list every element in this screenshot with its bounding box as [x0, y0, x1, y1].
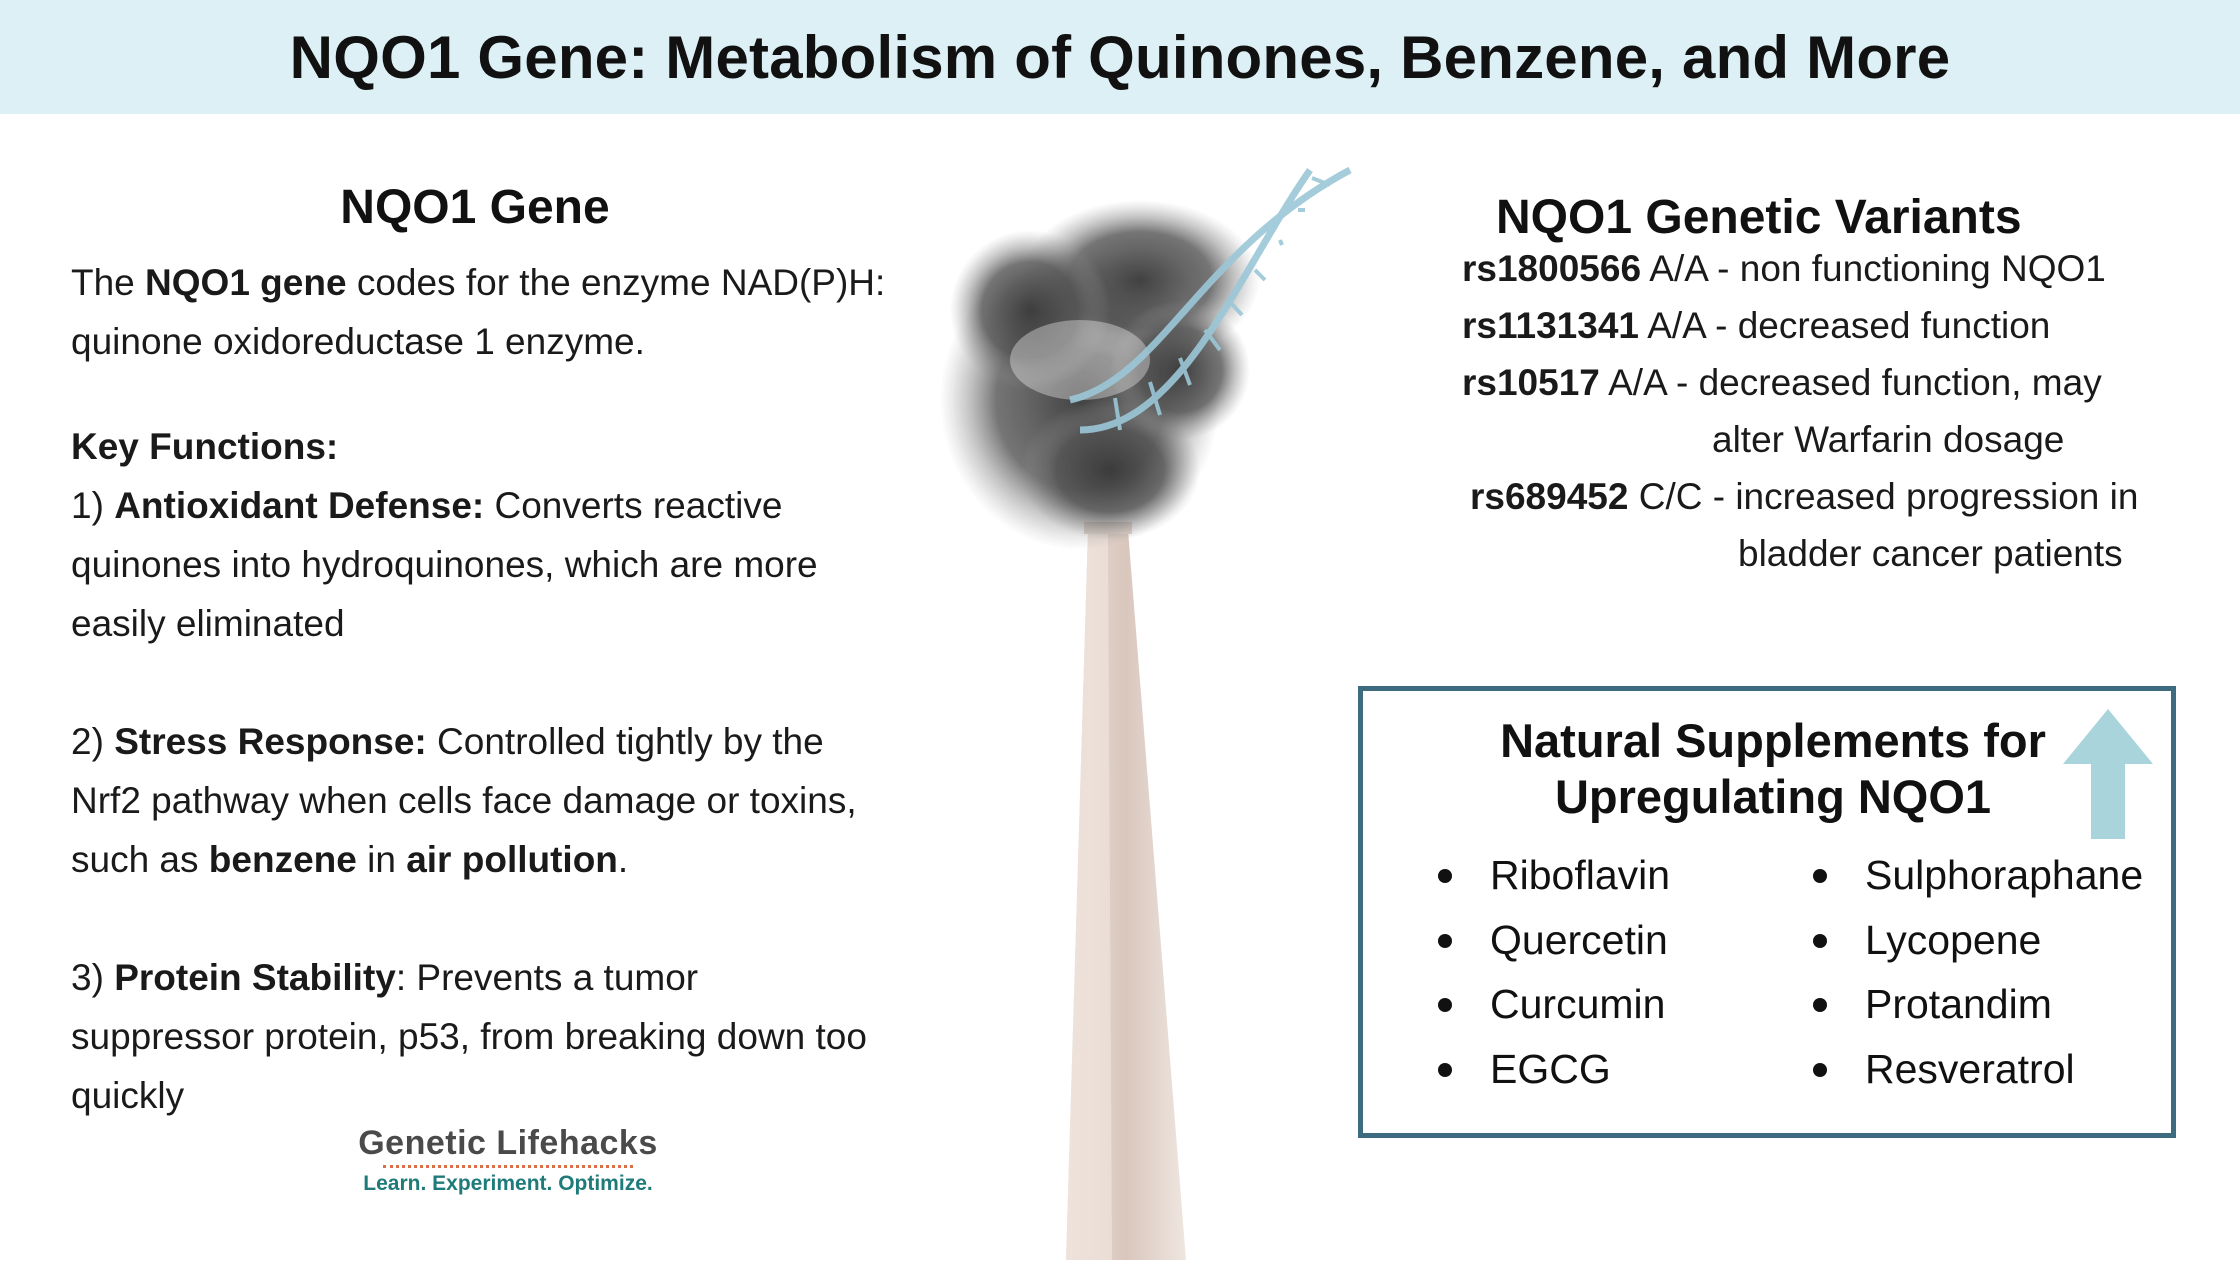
supplements-box: Natural Supplements for Upregulating NQO… [1358, 686, 2176, 1138]
function-bold-benzene: benzene [208, 839, 357, 880]
variant-desc: A/A - decreased function [1638, 305, 2051, 346]
variant-item: rs689452 C/C - increased progression in [1470, 468, 2230, 525]
variant-item: rs10517 A/A - decreased function, may [1462, 354, 2222, 411]
function-item-antioxidant: 1) Antioxidant Defense: Converts reactiv… [71, 476, 871, 653]
smokestack-illustration [880, 130, 1480, 1260]
variant-rsid: rs1131341 [1462, 305, 1639, 346]
supplement-item: Protandim [1813, 972, 2143, 1037]
variant-item: rs1131341 A/A - decreased function [1462, 297, 2222, 354]
smoke-cloud [940, 200, 1260, 550]
function-number: 1) [71, 485, 115, 526]
variant-continuation: bladder cancer patients [1738, 533, 2123, 574]
gene-section: NQO1 Gene The NQO1 gene codes for the en… [71, 180, 891, 1125]
supplement-item: Resveratrol [1813, 1037, 2143, 1102]
supplement-list-left: Riboflavin Quercetin Curcumin EGCG [1438, 843, 1670, 1101]
supplement-item: Curcumin [1438, 972, 1670, 1037]
variant-desc: C/C - increased progression in [1628, 476, 2139, 517]
genetic-lifehacks-logo: Genetic Lifehacks Learn. Experiment. Opt… [348, 1124, 668, 1196]
key-functions-label: Key Functions: [71, 426, 339, 467]
variant-rsid: rs10517 [1462, 362, 1600, 403]
variant-rsid: rs1800566 [1462, 248, 1642, 289]
function-text: Controlled tightly by the Nrf2 pathway w… [71, 721, 857, 880]
function-text: . [617, 839, 629, 880]
variant-continuation: alter Warfarin dosage [1712, 419, 2065, 460]
function-title: Antioxidant Defense: [114, 485, 485, 526]
supplements-heading-line1: Natural Supplements for [1500, 714, 2046, 767]
function-item-stress: 2) Stress Response: Controlled tightly b… [71, 712, 871, 889]
variants-heading: NQO1 Genetic Variants [1496, 191, 2022, 244]
up-arrow-icon [2063, 709, 2153, 839]
supplement-item: Quercetin [1438, 908, 1670, 973]
intro-bold: NQO1 gene [145, 262, 347, 303]
header-banner: NQO1 Gene: Metabolism of Quinones, Benze… [0, 0, 2240, 114]
smokestack-dna-image [940, 166, 1352, 1260]
variant-desc: A/A - non functioning NQO1 [1641, 248, 2106, 289]
variant-desc: A/A - decreased function, may [1599, 362, 2102, 403]
function-number: 2) [71, 721, 115, 762]
function-title: Protein Stability [114, 957, 396, 998]
intro-text: The [71, 262, 146, 303]
intro-text-rest: codes for the enzyme NAD(P)H: quinone ox… [71, 262, 886, 362]
supplements-heading-line2: Upregulating NQO1 [1554, 770, 1992, 823]
logo-tagline: Learn. Experiment. Optimize. [363, 1172, 653, 1195]
supplement-item: EGCG [1438, 1037, 1670, 1102]
supplement-list-right: Sulphoraphane Lycopene Protandim Resvera… [1813, 843, 2143, 1101]
supplements-heading: Natural Supplements for Upregulating NQO… [1363, 713, 2183, 825]
variant-item: rs1800566 A/A - non functioning NQO1 [1462, 240, 2222, 297]
function-bold-air-pollution: air pollution [406, 839, 618, 880]
page-title: NQO1 Gene: Metabolism of Quinones, Benze… [289, 23, 1951, 91]
gene-intro: The NQO1 gene codes for the enzyme NAD(P… [71, 253, 891, 371]
variant-rsid: rs689452 [1470, 476, 1629, 517]
function-item-protein: 3) Protein Stability: Prevents a tumor s… [71, 948, 871, 1125]
logo-divider [383, 1165, 633, 1168]
dna-helix-icon [1069, 166, 1352, 434]
logo-name: Genetic Lifehacks [358, 1124, 658, 1162]
variant-list: rs1800566 A/A - non functioning NQO1 rs1… [1440, 240, 2200, 582]
function-title: Stress Response: [114, 721, 427, 762]
supplement-item: Lycopene [1813, 908, 2143, 973]
function-text: Converts reactive quinones into hydroqui… [71, 485, 818, 644]
supplement-item: Sulphoraphane [1813, 843, 2143, 908]
function-number: 3) [71, 957, 115, 998]
gene-heading: NQO1 Gene [340, 181, 610, 234]
function-text: : Prevents a tumor suppressor protein, p… [71, 957, 867, 1116]
function-text: in [356, 839, 407, 880]
supplement-item: Riboflavin [1438, 843, 1670, 908]
